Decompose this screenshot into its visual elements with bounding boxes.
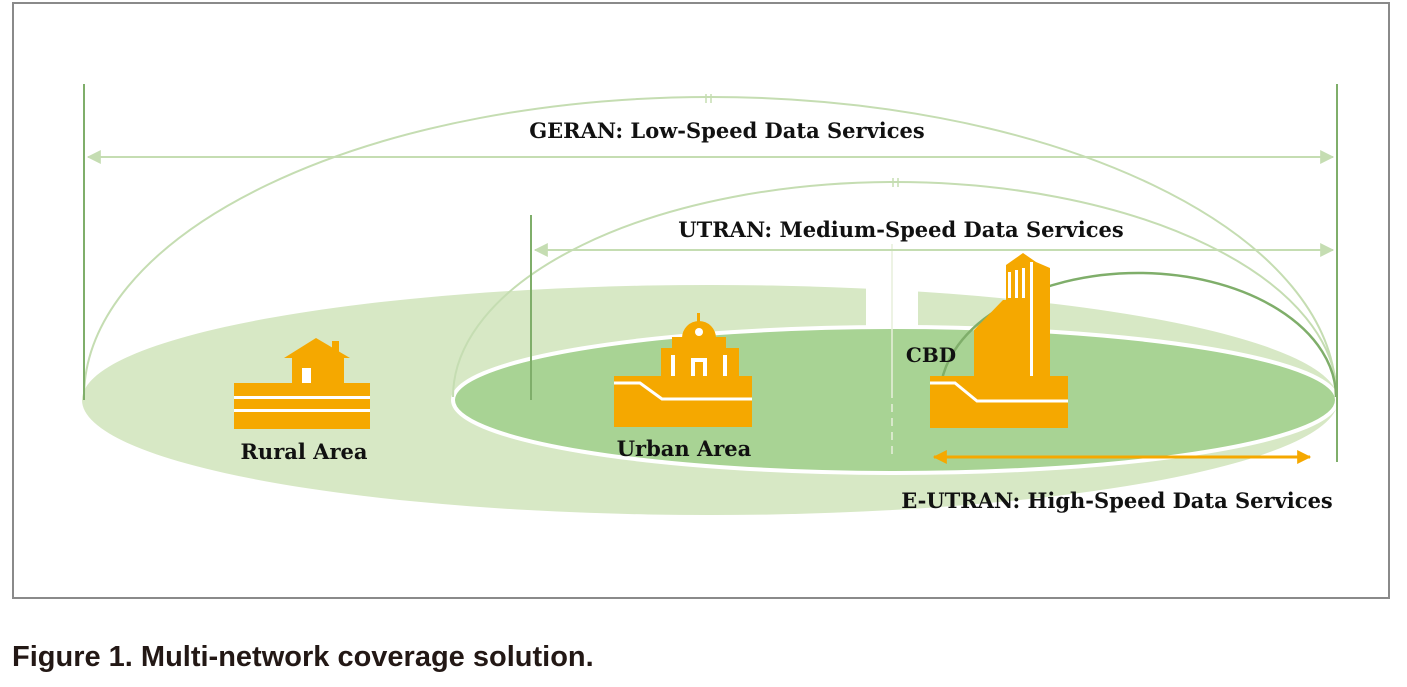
utran-apex-mark xyxy=(892,178,899,187)
cbd-tower-icon xyxy=(930,253,1068,428)
utran-dome xyxy=(452,181,1338,397)
geran-apex-mark xyxy=(705,94,712,103)
coverage-diagram: GERAN: Low-Speed Data Services UTRAN: Me… xyxy=(82,84,1339,515)
figure-caption: Figure 1. Multi-network coverage solutio… xyxy=(12,641,594,673)
geran-dome xyxy=(83,96,1337,397)
rural-house-icon xyxy=(234,338,370,429)
urban-building-icon xyxy=(614,313,752,427)
urban-area-label: Urban Area xyxy=(617,436,752,461)
geran-label: GERAN: Low-Speed Data Services xyxy=(529,118,925,143)
eutran-dome xyxy=(938,271,1338,397)
eutran-label: E-UTRAN: High-Speed Data Services xyxy=(901,488,1333,513)
utran-coverage-field xyxy=(451,325,1339,475)
rural-area-label: Rural Area xyxy=(240,439,367,464)
utran-label: UTRAN: Medium-Speed Data Services xyxy=(678,217,1123,242)
figure-frame xyxy=(12,2,1390,599)
cbd-label: CBD xyxy=(906,343,956,367)
